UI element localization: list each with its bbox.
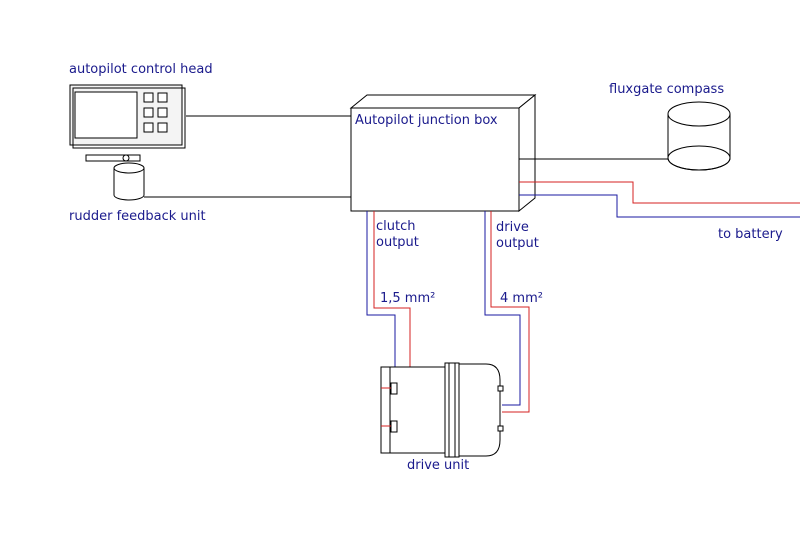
clutch-wire-size-label: 1,5 mm² [380, 291, 435, 306]
clutch-output-label-line1: clutch [376, 219, 415, 234]
rudder-feedback-unit [85, 154, 145, 201]
clutch-terminal-bottom [390, 420, 398, 433]
fluxgate-compass [667, 101, 731, 171]
battery-label: to battery [718, 227, 783, 242]
battery-positive-wire [519, 181, 800, 204]
control-head-keypad [143, 92, 168, 133]
drive-unit-flange [444, 362, 460, 458]
rudder-feedback-label: rudder feedback unit [69, 209, 206, 224]
junction-box-label: Autopilot junction box [355, 113, 498, 128]
clutch-output-label-line2: output [376, 235, 419, 250]
drive-positive-wire [490, 211, 530, 413]
drive-unit [380, 362, 504, 458]
control-head-label: autopilot control head [69, 62, 213, 77]
compass-label: fluxgate compass [609, 82, 724, 97]
drive-output-label-line2: output [496, 236, 539, 251]
drive-unit-motor [458, 363, 501, 457]
drive-unit-clutch-housing [380, 366, 446, 454]
clutch-negative-wire [366, 211, 396, 367]
motor-terminal-bottom [497, 425, 504, 432]
feedback-arm [85, 154, 141, 162]
clutch-positive-wire [373, 211, 411, 367]
drive-wire-size-label: 4 mm² [500, 291, 543, 306]
control-head [69, 84, 186, 149]
drive-output-label-line1: drive [496, 220, 529, 235]
control-head-display [74, 91, 138, 139]
motor-terminal-top [497, 385, 504, 392]
clutch-terminal-top [390, 382, 398, 395]
signal-wires [144, 115, 668, 198]
battery-negative-wire [519, 194, 800, 218]
drive-negative-wire [484, 211, 521, 406]
drive-unit-label: drive unit [407, 458, 469, 473]
